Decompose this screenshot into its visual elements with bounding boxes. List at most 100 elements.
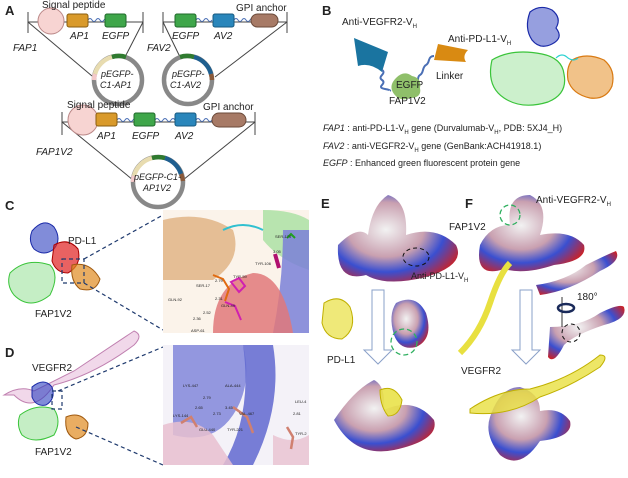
fap1v2-schematic: [354, 6, 614, 106]
fap1-label: FAP1: [13, 43, 38, 54]
anti-vegfr2-vh-label: Anti-VEGFR2-VH: [536, 195, 611, 208]
distance-label: 2.81: [293, 411, 302, 416]
rotation-icon: [556, 302, 576, 314]
distance-label: 2.65: [195, 405, 204, 410]
egfp-box: [174, 13, 197, 28]
residue-label: TYR-106: [255, 261, 272, 266]
gpi-anchor-label: GPI anchor: [203, 102, 254, 113]
legend-text: , PDB: 5XJ4_H): [498, 123, 563, 133]
legend-text: : anti-PD-L1-V: [344, 123, 405, 133]
legend-fap1: FAP1 : anti-PD-L1-VH gene (Durvalumab-VH…: [323, 123, 562, 136]
plasmid-label: pEGFP-C1-: [134, 172, 182, 182]
egfp-box: [104, 13, 127, 28]
label-text: Anti-PD-L1-V: [448, 34, 507, 45]
panel-e-label: E: [321, 196, 330, 211]
legend-text: : anti-VEGFR2-V: [344, 141, 415, 151]
ap1-box: [66, 13, 89, 28]
av2-label: AV2: [214, 31, 233, 42]
legend-fav2: FAV2 : anti-VEGFR2-VH gene (GenBank:ACH4…: [323, 141, 541, 154]
panel-c-label: C: [5, 198, 15, 213]
plasmid-label: C1-AV2: [170, 80, 202, 90]
residue-label: ALA-444: [225, 383, 241, 388]
legend-text: gene (GenBank:ACH41918.1): [418, 141, 542, 151]
egfp-label: EGFP: [172, 31, 200, 42]
residue-label: LYS-144: [173, 413, 189, 418]
plasmid-label: C1-AP1: [100, 80, 132, 90]
anti-vegfr2-vh-label: Anti-VEGFR2-VH: [342, 17, 417, 30]
plasmid-label: AP1V2: [143, 183, 172, 193]
docking-surfaces: [321, 195, 625, 461]
subscript: H: [494, 129, 499, 136]
vegfr2-surface: [548, 305, 625, 360]
subscript: H: [404, 129, 409, 136]
subscript: H: [506, 41, 512, 47]
down-arrow-icon: [510, 289, 542, 365]
legend-key: EGFP: [323, 158, 348, 168]
linker-label: Linker: [436, 71, 464, 82]
fap1v2-label: FAP1V2: [449, 222, 486, 233]
fap1v2-label: FAP1V2: [389, 96, 426, 107]
legend-key: FAP1: [323, 123, 345, 133]
distance-label: 2.31: [215, 296, 224, 301]
residue-label: GLN-49: [221, 303, 236, 308]
plasmid-pegfp-c1-ap1: [91, 53, 145, 107]
fap1v2-label: FAP1V2: [36, 147, 73, 158]
distance-label: 2.52: [203, 310, 212, 315]
gpi-anchor-box: [211, 112, 247, 128]
ap1-label: AP1: [70, 31, 89, 42]
av2-box: [174, 112, 197, 127]
vegfr2-ribbon: [457, 260, 513, 356]
gpi-anchor-box: [250, 13, 279, 28]
vegfr2-label: VEGFR2: [461, 366, 502, 377]
rotation-label: 180°: [577, 292, 598, 303]
distance-label: 2.79: [203, 395, 212, 400]
plasmid-label: pEGFP-: [172, 69, 205, 79]
distance-label: 2.73: [213, 411, 222, 416]
label-text: Anti-VEGFR2-V: [536, 195, 607, 206]
gene-construct-diagram: [27, 7, 288, 210]
protein-structure: [489, 6, 614, 106]
fap1v2-surface: [479, 195, 585, 272]
fav2-label: FAV2: [147, 43, 171, 54]
residue-label: TYR-221: [227, 427, 244, 432]
legend-key: FAV2: [323, 141, 345, 151]
vegfr2-surface: [536, 251, 618, 295]
av2-box: [212, 13, 235, 28]
egfp-label: EGFP: [396, 80, 424, 91]
panel-a-label: A: [5, 3, 15, 18]
residue-label: TYR-2: [295, 431, 307, 436]
subscript: H: [606, 202, 611, 208]
egfp-box: [133, 112, 156, 127]
subscript: H: [464, 277, 469, 284]
pd-l1-label: PD-L1: [68, 236, 97, 247]
subscript: H: [414, 147, 419, 154]
gpi-anchor-label: GPI anchor: [236, 3, 287, 14]
distance-label: 2.79: [215, 278, 224, 283]
residue-label: SER-170: [275, 234, 292, 239]
av2-label: AV2: [175, 131, 194, 142]
complex-structures: [2, 214, 164, 466]
legend-egfp: EGFP : Enhanced green fluorescent protei…: [323, 158, 520, 168]
egfp-label: EGFP: [132, 131, 160, 142]
residue-label: LYS-447: [183, 383, 199, 388]
residue-label: LEU-4: [295, 399, 307, 404]
residue-label: ASP-61: [191, 328, 206, 333]
pd-l1-label: PD-L1: [327, 355, 356, 366]
subscript: H: [412, 24, 417, 30]
egfp-label: EGFP: [102, 31, 130, 42]
anti-vegfr2-vh-shape: [354, 38, 388, 72]
pd-l1-surface: [391, 299, 429, 348]
anti-pd-l1-vh-shape: [434, 44, 468, 62]
panel-f-label: F: [465, 196, 473, 211]
legend-text: : Enhanced green fluorescent protein gen…: [347, 158, 521, 168]
distance-label: 2.36: [193, 316, 202, 321]
residue-label: TYR-59: [233, 274, 248, 279]
vegfr2-label: VEGFR2: [32, 363, 73, 374]
distance-label: 3.45: [225, 405, 234, 410]
fap1v2-label: FAP1V2: [35, 447, 72, 458]
down-arrow-icon: [362, 289, 394, 365]
distance-label: 3.05: [273, 249, 282, 254]
signal-peptide-label: Signal peptide: [42, 0, 106, 11]
plasmid-pegfp-c1-ap1v2: [130, 154, 186, 210]
